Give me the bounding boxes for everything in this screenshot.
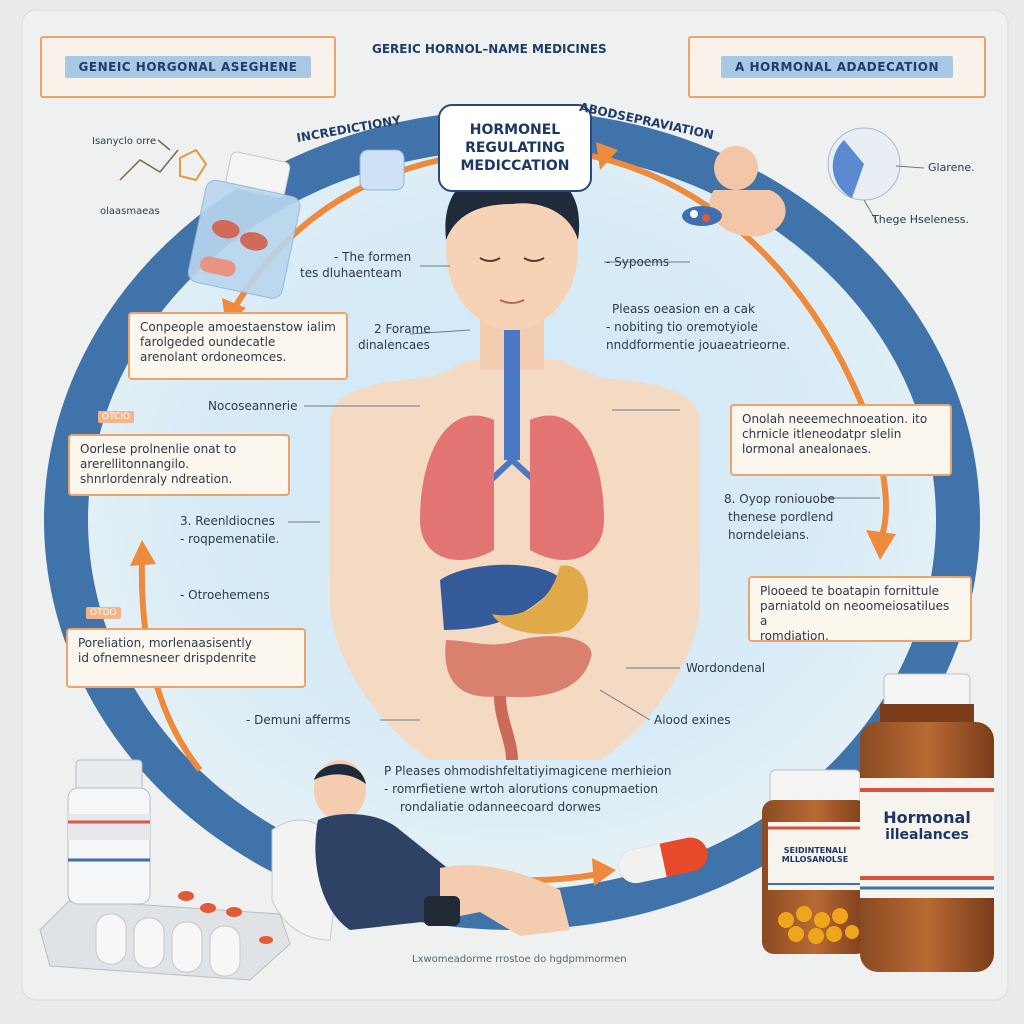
bottle-large-label-line1: Hormonal <box>883 808 971 827</box>
left-label-5: - Otroehemens <box>180 588 270 602</box>
info-box-left-3-line2: id ofnemnesneer drispdenrite <box>78 651 257 665</box>
bottle-large <box>860 673 994 972</box>
left-label-3: Nocoseannerie <box>208 399 298 413</box>
arrow-head-top-right <box>596 142 618 170</box>
tag-generic-left: GENEIC HORGONAL ASEGHENE <box>40 36 336 98</box>
right-label-5: Alood exines <box>654 713 731 727</box>
person-body <box>315 814 450 930</box>
liver <box>440 564 560 630</box>
icon-label-thege: Thege Hseleness. <box>872 213 969 226</box>
bottom-text-3: rondaliatie odanneecoard dorwes <box>400 800 601 814</box>
head <box>446 170 578 330</box>
left-label-4a: 3. Reenldiocnes <box>180 514 275 528</box>
right-label-2c: nnddformentie jouaeatrieorne. <box>606 338 791 352</box>
info-box-right-1-line1: Onolah neeemechnoeation. ito <box>742 412 928 426</box>
bottle-medium <box>762 769 868 954</box>
bottom-text-1: P Pleases ohmodishfeltatiyimagicene merh… <box>384 764 672 778</box>
bottle-medium-label-line1: SEIDINTENALI <box>783 846 847 855</box>
arrow-top-right <box>591 153 889 542</box>
info-box-right-1-line3: lormonal anealonaes. <box>742 442 872 456</box>
right-label-2a: Pleass oeasion en a cak <box>612 302 755 316</box>
right-label-3b: thenese pordlend <box>728 510 834 524</box>
left-label-1a: - The formen <box>334 250 412 264</box>
torso <box>330 360 700 760</box>
right-label-4: Wordondenal <box>686 661 766 675</box>
left-label-2b: dinalencaes <box>358 338 430 352</box>
tag-generic-left-text: GENEIC HORGONAL ASEGHENE <box>64 56 312 78</box>
info-box-left-2: Oorlese prolnenlie onat to arerellitonna… <box>68 434 290 496</box>
bottle-medium-label-line2: MLLOSANOLSE <box>781 855 849 864</box>
info-box-right-2-line3: romdiation. <box>760 629 829 643</box>
molecule-label-top: Isanyclo orre <box>92 136 157 147</box>
info-box-left-1-line2: farolgeded oundecatle <box>140 335 276 349</box>
trachea <box>504 330 520 460</box>
stomach <box>492 565 589 635</box>
bottle-medium-label: SEIDINTENALI MLLOSANOLSE <box>768 846 862 864</box>
bottle-large-label-line2: illealances <box>885 827 969 843</box>
left-box-tag-2: OTDO <box>86 607 121 619</box>
tag-adaptation-right-text: A HORMONAL ADADECATION <box>721 56 953 78</box>
info-box-left-1: Conpeople amoestaenstow ialim farolgeded… <box>128 312 348 380</box>
info-box-right-1-line2: chrnicle itleneodatpr slelin <box>742 427 902 441</box>
left-label-6: - Demuni afferms <box>246 713 351 727</box>
right-label-1: - Sypoems <box>606 255 670 269</box>
left-label-4b: - roqpemenatile. <box>180 532 280 546</box>
right-label-3c: horndeleians. <box>728 528 810 542</box>
arrow-head-left <box>130 540 156 566</box>
pill-card <box>359 149 405 191</box>
info-box-left-3: Poreliation, morlenaasisently id ofnemne… <box>66 628 306 688</box>
molecule-label-bottom: olaasmaeas <box>100 206 160 217</box>
intestines <box>445 636 592 698</box>
right-label-3a: 8. Oyop roniouobe <box>724 492 835 506</box>
right-label-2b: - nobiting tio oremotyiole <box>606 320 758 334</box>
molecule-structure <box>119 139 208 182</box>
info-box-right-2-line1: Plooeed te boatapin fornittule <box>760 584 940 598</box>
info-box-right-2: Plooeed te boatapin fornittule parniatol… <box>748 576 972 643</box>
info-box-left-3-line1: Poreliation, morlenaasisently <box>78 636 252 650</box>
header-generic-center: GEREIC HORNOL–NAME MEDICINES <box>372 42 607 56</box>
info-box-right-1: Onolah neeemechnoeation. ito chrnicle it… <box>730 404 952 476</box>
icon-label-glarene: Glarene. <box>928 161 975 174</box>
bottom-text-2: - romrfietiene wrtoh alorutions conupmae… <box>384 782 658 796</box>
title-line-2: REGULATING <box>465 140 565 156</box>
info-box-left-2-line1: Oorlese prolnenlie onat to <box>80 442 237 456</box>
pill-jar <box>187 151 301 299</box>
info-box-left-2-line3: shnrlordenraly ndreation. <box>80 472 233 486</box>
info-box-left-1-line1: Conpeople amoestaenstow ialim <box>140 320 336 334</box>
left-box-tag-1: OTCIO <box>98 411 135 423</box>
blister-pack <box>39 891 291 981</box>
left-lung <box>420 415 494 560</box>
person-legs <box>440 865 570 936</box>
right-lung <box>530 415 604 560</box>
info-box-right-2-line2: parniatold on neoomeiosatilues a <box>760 599 950 628</box>
info-box-left-2-line2: arerellitonnangilo. <box>80 457 189 471</box>
tag-adaptation-right: A HORMONAL ADADECATION <box>688 36 986 98</box>
left-label-2a: 2 Forame <box>374 322 431 336</box>
bottle-left <box>67 759 151 905</box>
bottle-large-label: Hormonal illealances <box>862 808 992 843</box>
title-bubble: HORMONEL REGULATING MEDICCATION <box>438 104 592 192</box>
title-line-3: MEDICCATION <box>460 158 570 174</box>
left-label-1b: tes dluhaenteam <box>300 266 402 280</box>
info-box-left-1-line3: arenolant ordoneomces. <box>140 350 287 364</box>
title-line-1: HORMONEL <box>469 122 561 138</box>
baby-figure <box>682 146 786 237</box>
arrow-head-bottom <box>592 858 616 886</box>
capsule-center <box>618 837 708 884</box>
arrow-head-right <box>866 530 896 560</box>
footer-text: Lxwomeadorme rrostoe do hgdpmmormen <box>412 954 627 965</box>
